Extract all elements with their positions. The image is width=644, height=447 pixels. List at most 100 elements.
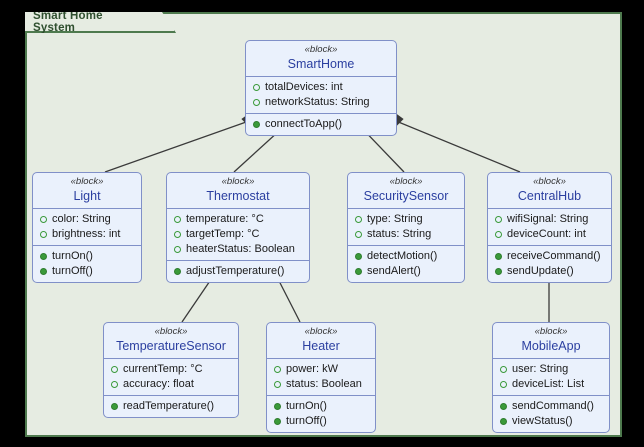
attribute-marker-icon (174, 231, 181, 239)
block-temperaturesensor[interactable]: «block» TemperatureSensor currentTemp: °… (103, 322, 239, 419)
attribute-label: brightness: int (52, 228, 121, 241)
block-securitysensor[interactable]: «block» SecuritySensor type: String stat… (347, 172, 465, 284)
separator (493, 395, 609, 397)
operation-compartment: adjustTemperature() (167, 261, 309, 282)
block-header: «block» MobileApp (493, 323, 609, 358)
stereotype-label: «block» (389, 176, 423, 187)
block-thermostat[interactable]: «block» Thermostat temperature: °C targe… (166, 172, 310, 284)
separator (267, 395, 375, 397)
block-heater[interactable]: «block» Heater power: kW status: Boolean… (266, 322, 376, 434)
attribute-label: targetTemp: °C (186, 228, 260, 241)
attribute-marker-icon (40, 216, 47, 224)
separator (348, 245, 464, 247)
operation-marker-icon (495, 268, 502, 276)
attribute-row: targetTemp: °C (167, 227, 309, 242)
block-name: TemperatureSensor (116, 338, 226, 353)
operation-marker-icon (495, 253, 502, 261)
attribute-row: currentTemp: °C (104, 362, 238, 377)
operation-row: turnOff() (267, 414, 375, 429)
attribute-label: deviceList: List (512, 378, 585, 391)
block-centralhub[interactable]: «block» CentralHub wifiSignal: String de… (487, 172, 612, 284)
operation-marker-icon (111, 403, 118, 411)
stereotype-label: «block» (154, 326, 188, 337)
attribute-label: wifiSignal: String (507, 213, 589, 226)
operation-row: sendUpdate() (488, 264, 611, 279)
attribute-marker-icon (495, 231, 502, 239)
attribute-marker-icon (500, 381, 507, 389)
block-header: «block» Heater (267, 323, 375, 358)
attribute-label: heaterStatus: Boolean (186, 243, 295, 256)
block-light[interactable]: «block» Light color: String brightness: … (32, 172, 142, 284)
attribute-marker-icon (274, 366, 281, 374)
block-header: «block» SmartHome (246, 41, 396, 76)
attribute-row: wifiSignal: String (488, 212, 611, 227)
stereotype-label: «block» (304, 326, 338, 337)
separator (348, 208, 464, 210)
separator (167, 260, 309, 262)
separator (104, 395, 238, 397)
separator (488, 245, 611, 247)
operation-marker-icon (500, 418, 507, 426)
operation-row: viewStatus() (493, 414, 609, 429)
attribute-row: deviceCount: int (488, 227, 611, 242)
operation-compartment: readTemperature() (104, 396, 238, 417)
separator (167, 208, 309, 210)
operation-row: connectToApp() (246, 117, 396, 132)
block-mobileapp[interactable]: «block» MobileApp user: String deviceLis… (492, 322, 610, 434)
operation-label: detectMotion() (367, 250, 438, 263)
attribute-compartment: type: String status: String (348, 209, 464, 245)
attribute-marker-icon (355, 216, 362, 224)
operation-label: sendAlert() (367, 265, 421, 278)
attribute-row: status: Boolean (267, 377, 375, 392)
attribute-compartment: totalDevices: int networkStatus: String (246, 77, 396, 113)
block-smarthome[interactable]: «block» SmartHome totalDevices: int netw… (245, 40, 397, 137)
operation-label: sendCommand() (512, 400, 594, 413)
operation-label: turnOn() (286, 400, 327, 413)
attribute-label: user: String (512, 363, 569, 376)
attribute-marker-icon (500, 366, 507, 374)
operation-row: detectMotion() (348, 249, 464, 264)
block-name: CentralHub (517, 188, 582, 203)
operation-label: sendUpdate() (507, 265, 574, 278)
operation-marker-icon (253, 121, 260, 129)
block-name: Heater (302, 338, 340, 353)
block-name: SmartHome (287, 56, 355, 71)
attribute-compartment: temperature: °C targetTemp: °C heaterSta… (167, 209, 309, 260)
frame-title-label: Smart Home System (33, 9, 103, 34)
attribute-row: status: String (348, 227, 464, 242)
attribute-marker-icon (274, 381, 281, 389)
operation-row: turnOn() (33, 249, 141, 264)
attribute-compartment: power: kW status: Boolean (267, 359, 375, 395)
separator (267, 358, 375, 360)
block-header: «block» TemperatureSensor (104, 323, 238, 358)
operation-row: adjustTemperature() (167, 264, 309, 279)
operation-label: adjustTemperature() (186, 265, 285, 278)
operation-compartment: receiveCommand() sendUpdate() (488, 246, 611, 282)
operation-marker-icon (500, 403, 507, 411)
operation-row: turnOff() (33, 264, 141, 279)
attribute-label: power: kW (286, 363, 338, 376)
operation-marker-icon (174, 268, 181, 276)
separator (104, 358, 238, 360)
operation-marker-icon (274, 418, 281, 426)
operation-row: turnOn() (267, 399, 375, 414)
attribute-marker-icon (174, 246, 181, 254)
operation-row: sendCommand() (493, 399, 609, 414)
attribute-label: status: Boolean (286, 378, 362, 391)
attribute-label: status: String (367, 228, 432, 241)
attribute-row: heaterStatus: Boolean (167, 242, 309, 257)
attribute-row: totalDevices: int (246, 80, 396, 95)
operation-label: receiveCommand() (507, 250, 601, 263)
operation-marker-icon (274, 403, 281, 411)
attribute-compartment: color: String brightness: int (33, 209, 141, 245)
stereotype-label: «block» (221, 176, 255, 187)
attribute-row: deviceList: List (493, 377, 609, 392)
attribute-row: user: String (493, 362, 609, 377)
attribute-row: brightness: int (33, 227, 141, 242)
attribute-marker-icon (111, 381, 118, 389)
operation-marker-icon (355, 253, 362, 261)
attribute-label: networkStatus: String (265, 96, 370, 109)
stereotype-label: «block» (70, 176, 104, 187)
operation-compartment: turnOn() turnOff() (267, 396, 375, 432)
